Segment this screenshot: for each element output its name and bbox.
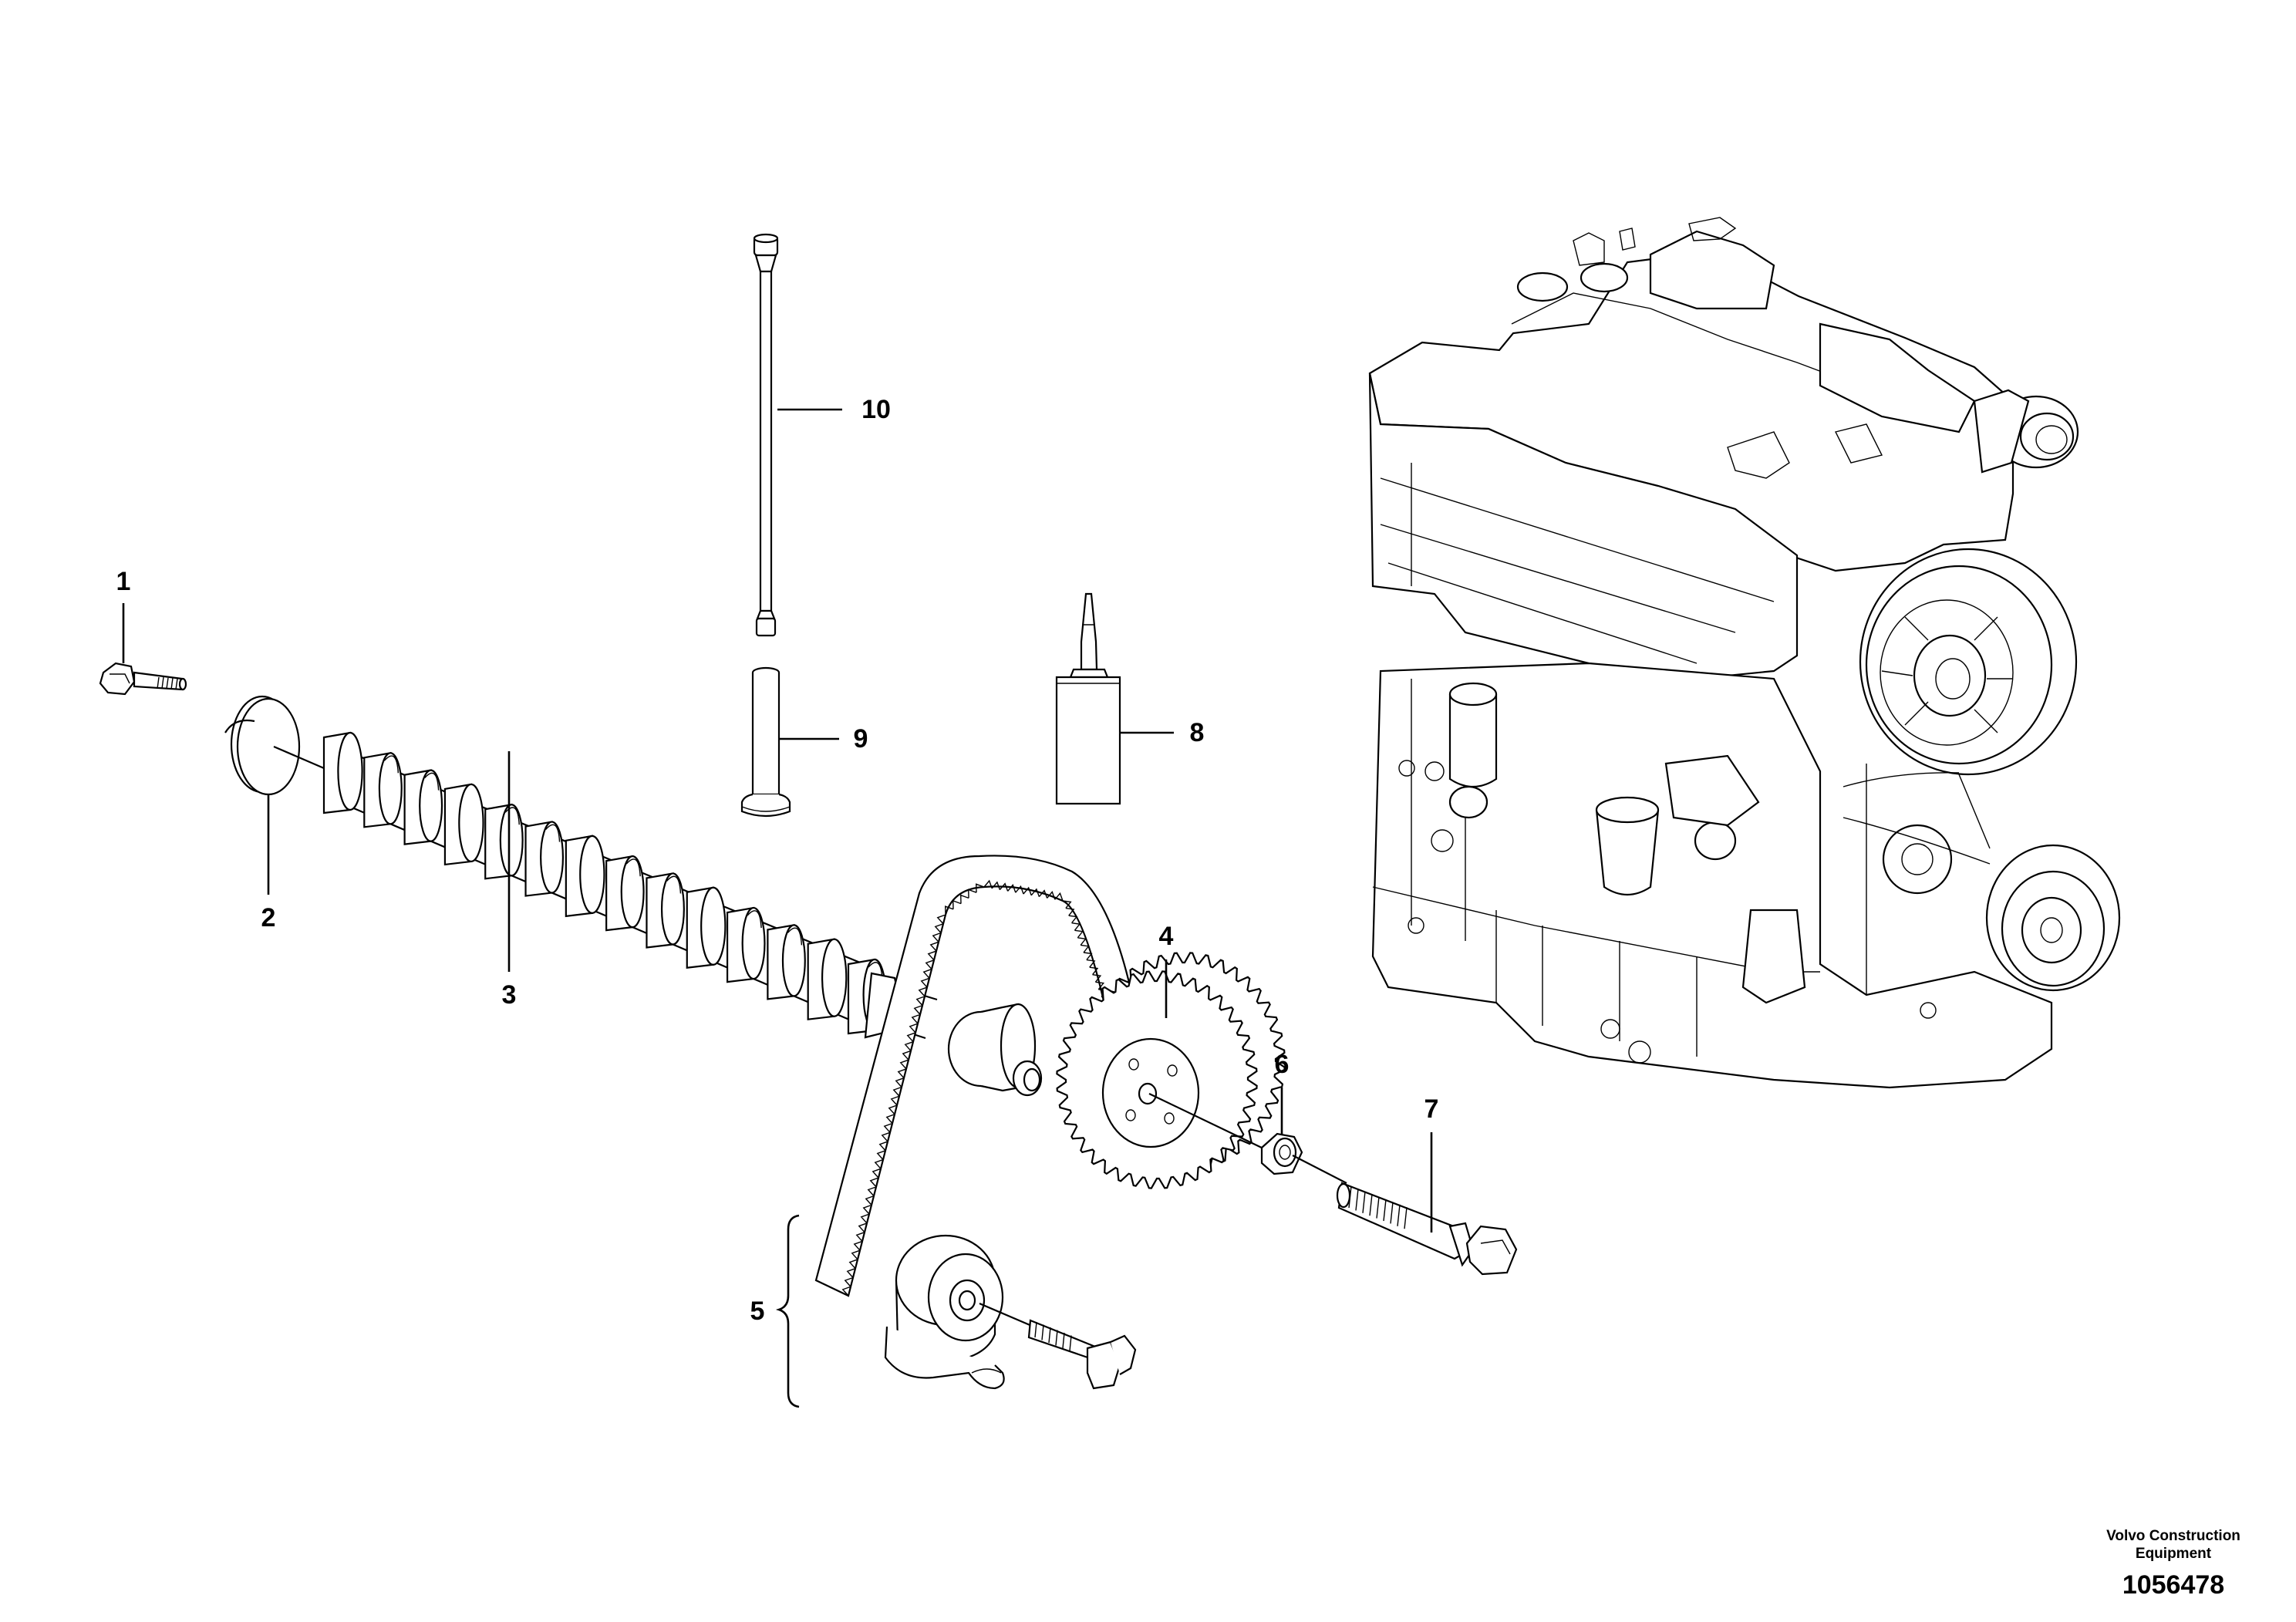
callout-1: 1	[116, 567, 131, 596]
tappet-icon	[740, 666, 791, 818]
gear-icon	[1056, 952, 1286, 1189]
callout-5: 5	[750, 1297, 765, 1326]
callout-7: 7	[1424, 1094, 1439, 1124]
drawing-number: 1056478	[2122, 1570, 2225, 1600]
callout-2: 2	[261, 903, 276, 932]
brand-label: Volvo Construction Equipment	[2106, 1528, 2240, 1562]
washer-icon	[224, 695, 301, 796]
callout-3: 3	[501, 980, 517, 1010]
idler-roller-icon	[947, 1003, 1043, 1097]
push-rod-icon	[753, 233, 779, 637]
group-bracket	[775, 1214, 800, 1408]
bolt-icon	[99, 662, 187, 696]
callout-4: 4	[1158, 922, 1174, 951]
engine-icon	[1368, 217, 2121, 1089]
callout-10: 10	[861, 395, 891, 424]
leader-lines	[122, 408, 1433, 1233]
callout-9: 9	[853, 724, 868, 754]
tensioner-icon	[884, 1234, 1137, 1390]
sealant-tube-icon	[1055, 592, 1121, 805]
callout-6: 6	[1274, 1050, 1290, 1079]
camshaft-icon	[273, 731, 938, 1040]
nut-icon	[1260, 1132, 1347, 1184]
long-bolt-icon	[1336, 1182, 1518, 1276]
callout-8: 8	[1189, 718, 1205, 747]
